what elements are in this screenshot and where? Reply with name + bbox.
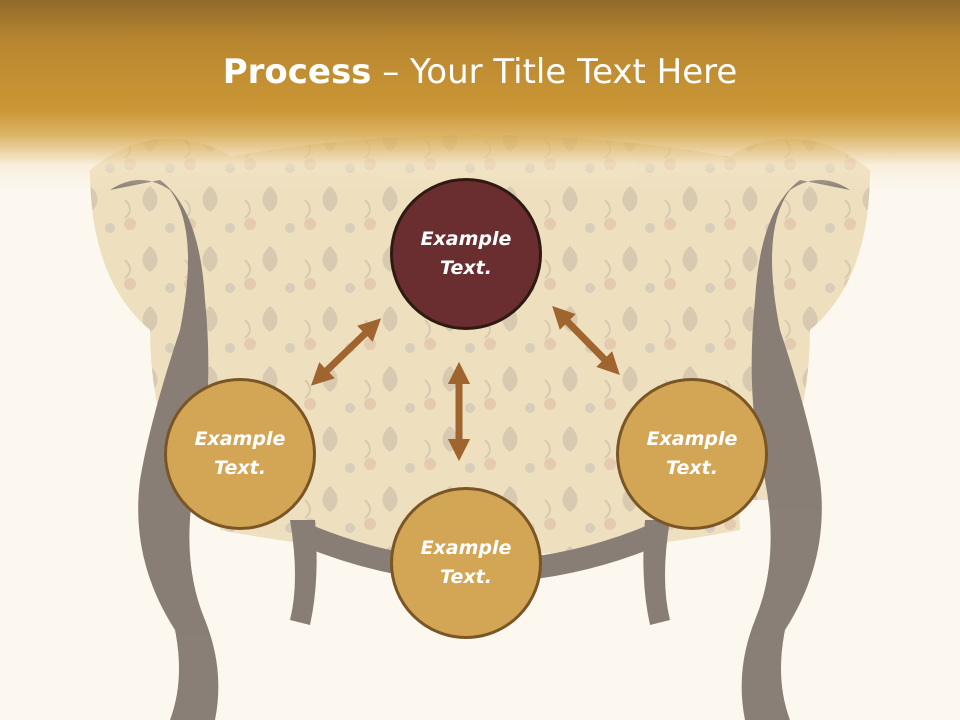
title-bold-text: Process xyxy=(222,52,372,92)
node-top: Example Text. xyxy=(390,178,542,330)
node-bottom-label: Example Text. xyxy=(420,537,512,588)
node-right-label: Example Text. xyxy=(646,428,738,479)
title-bar xyxy=(0,0,960,190)
node-right: Example Text. xyxy=(616,378,768,530)
node-left: Example Text. xyxy=(164,378,316,530)
title-rest-text: – Your Title Text Here xyxy=(371,52,738,92)
arrow-top-left xyxy=(310,318,382,386)
node-bottom: Example Text. xyxy=(390,487,542,639)
slide-title: Process – Your Title Text Here xyxy=(0,52,960,92)
node-top-label: Example Text. xyxy=(420,228,512,279)
arrow-top-right xyxy=(552,306,620,375)
node-left-label: Example Text. xyxy=(194,428,286,479)
